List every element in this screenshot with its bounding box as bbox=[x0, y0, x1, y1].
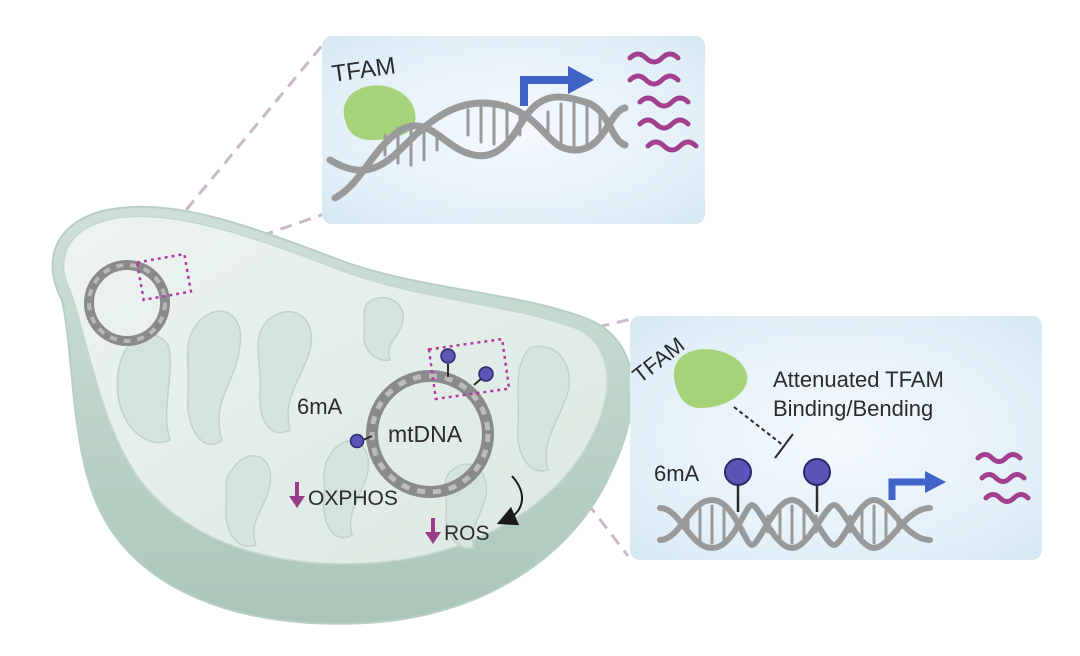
methyl-marks-dna bbox=[724, 458, 831, 512]
effect-line-2: Binding/Bending bbox=[773, 396, 933, 421]
bottom-6ma-label: 6mA bbox=[654, 461, 700, 486]
effect-line-1: Attenuated TFAM bbox=[773, 367, 944, 392]
methyl-mark bbox=[440, 348, 456, 364]
methyl-marks-ring bbox=[349, 348, 494, 449]
oxphos-label: OXPHOS bbox=[308, 487, 398, 510]
methyl-mark bbox=[349, 433, 365, 449]
zoom-box-small-ring bbox=[135, 252, 193, 302]
methyl-mark bbox=[724, 458, 752, 486]
methyl-mark bbox=[803, 458, 831, 486]
oxphos-down-arrow-icon bbox=[289, 482, 305, 508]
ros-down-arrow-icon bbox=[425, 518, 441, 544]
rna-transcripts-icon-bottom bbox=[975, 452, 1031, 504]
tfam-protein-icon-bottom bbox=[673, 349, 748, 408]
dna-helix-bottom bbox=[657, 496, 933, 552]
transcription-arrow-icon-bottom bbox=[888, 471, 946, 500]
mtdna-label: mtDNA bbox=[388, 421, 463, 447]
transcription-arrow-icon bbox=[520, 66, 594, 106]
mtdna-ring-large bbox=[366, 370, 494, 498]
dna-helix-top bbox=[326, 93, 629, 202]
ros-label: ROS bbox=[444, 522, 490, 545]
tfam-protein-icon bbox=[343, 85, 416, 140]
mtdna-ring-small bbox=[84, 260, 170, 346]
curved-arrow bbox=[496, 475, 523, 526]
mito-6ma-label: 6mA bbox=[297, 394, 343, 419]
inhibition-symbol bbox=[733, 406, 794, 459]
zoom-box-large-ring bbox=[427, 337, 511, 401]
methyl-mark bbox=[478, 366, 494, 382]
top-inset-panel: TFAM bbox=[322, 36, 705, 224]
bottom-inset-panel: TFAM Attenuated TFAM Binding/Bending 6mA bbox=[628, 316, 1042, 560]
rna-transcripts-icon bbox=[627, 51, 699, 153]
cristae bbox=[116, 296, 570, 550]
